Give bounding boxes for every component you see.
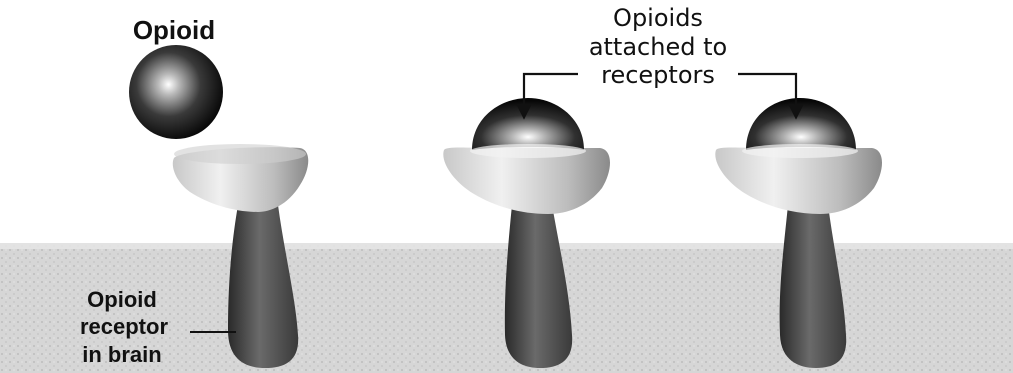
- receptor-label-line1: Opioid: [87, 287, 157, 312]
- receptor-cup-rim: [174, 144, 306, 164]
- attached-label-line2: attached to: [589, 33, 727, 61]
- opioid-bound-cap: [472, 98, 584, 150]
- receptor-cup-rim: [742, 144, 858, 158]
- attached-label-line3: receptors: [601, 61, 715, 89]
- receptor-stem: [780, 205, 847, 368]
- receptor-stem: [228, 205, 298, 368]
- receptor-stem: [505, 205, 572, 368]
- opioid-label: Opioid: [133, 15, 215, 45]
- opioid-sphere: [129, 45, 223, 139]
- receptor-label-line3: in brain: [82, 342, 161, 367]
- attached-label-line1: Opioids: [613, 4, 703, 32]
- membrane-top-edge: [0, 243, 1013, 249]
- opioid-bound-cap: [746, 98, 856, 150]
- receptor-cup-rim: [470, 144, 586, 158]
- receptor-label-line2: receptor: [80, 314, 168, 339]
